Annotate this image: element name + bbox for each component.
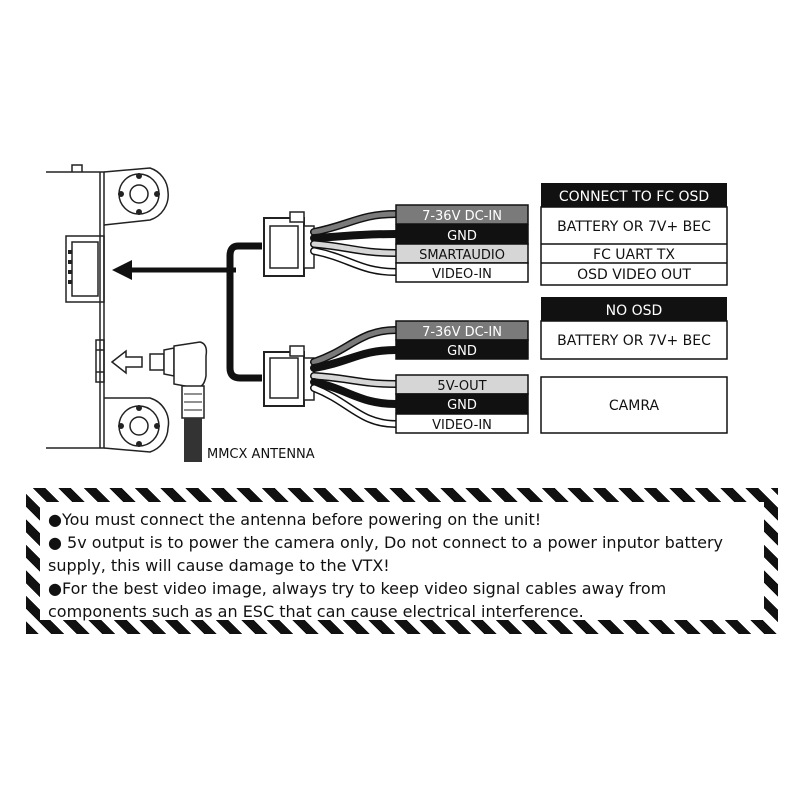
vtx-board <box>46 164 170 453</box>
wire-label-7-36v: 7-36V DC-IN <box>422 209 502 224</box>
connector-arrow <box>112 242 262 382</box>
connector-1-wires <box>310 210 400 276</box>
fc-osd-header: CONNECT TO FC OSD <box>559 189 709 205</box>
wire-label-gnd: GND <box>447 229 477 244</box>
target-battery-bec: BATTERY OR 7V+ BEC <box>557 219 711 235</box>
connector-1-plug <box>263 211 315 277</box>
warning-5v-output: ● 5v output is to power the camera only,… <box>48 533 723 575</box>
mmcx-antenna <box>149 341 208 462</box>
wire-label-7-36v-2: 7-36V DC-IN <box>422 325 502 340</box>
connector-1-targets: CONNECT TO FC OSD BATTERY OR 7V+ BEC FC … <box>540 183 728 286</box>
board-pins <box>68 250 72 284</box>
antenna-arrow <box>110 349 143 375</box>
target-osd-video: OSD VIDEO OUT <box>577 267 691 283</box>
warning-antenna: ●You must connect the antenna before pow… <box>48 510 542 529</box>
connector-2-targets: NO OSD BATTERY OR 7V+ BEC CAMRA <box>540 297 728 434</box>
connector-2-labels: 7-36V DC-IN GND 5V-OUT GND VIDEO-IN <box>395 320 529 434</box>
connector-1-labels: 7-36V DC-IN GND SMARTAUDIO VIDEO-IN <box>395 204 529 283</box>
mount-hole-bottom <box>118 405 160 447</box>
warning-box: ●You must connect the antenna before pow… <box>26 488 778 634</box>
target-camera: CAMRA <box>609 398 660 414</box>
wire-label-5v-out: 5V-OUT <box>437 379 486 394</box>
target-battery-bec-2: BATTERY OR 7V+ BEC <box>557 333 711 349</box>
wire-label-gnd-3: GND <box>447 398 477 413</box>
connector-2-plug <box>263 345 315 407</box>
target-fc-uart: FC UART TX <box>593 247 675 263</box>
warning-text: ●You must connect the antenna before pow… <box>40 502 764 623</box>
wire-label-smartaudio: SMARTAUDIO <box>419 248 505 263</box>
warning-interference: ●For the best video image, always try to… <box>48 579 667 621</box>
wire-label-video-in-2: VIDEO-IN <box>432 418 492 433</box>
connector-2-wires <box>310 326 400 428</box>
antenna-label: MMCX ANTENNA <box>207 447 315 462</box>
no-osd-header: NO OSD <box>606 303 663 319</box>
wire-label-video-in: VIDEO-IN <box>432 267 492 282</box>
mount-hole-top <box>118 173 160 215</box>
wire-label-gnd-2: GND <box>447 344 477 359</box>
